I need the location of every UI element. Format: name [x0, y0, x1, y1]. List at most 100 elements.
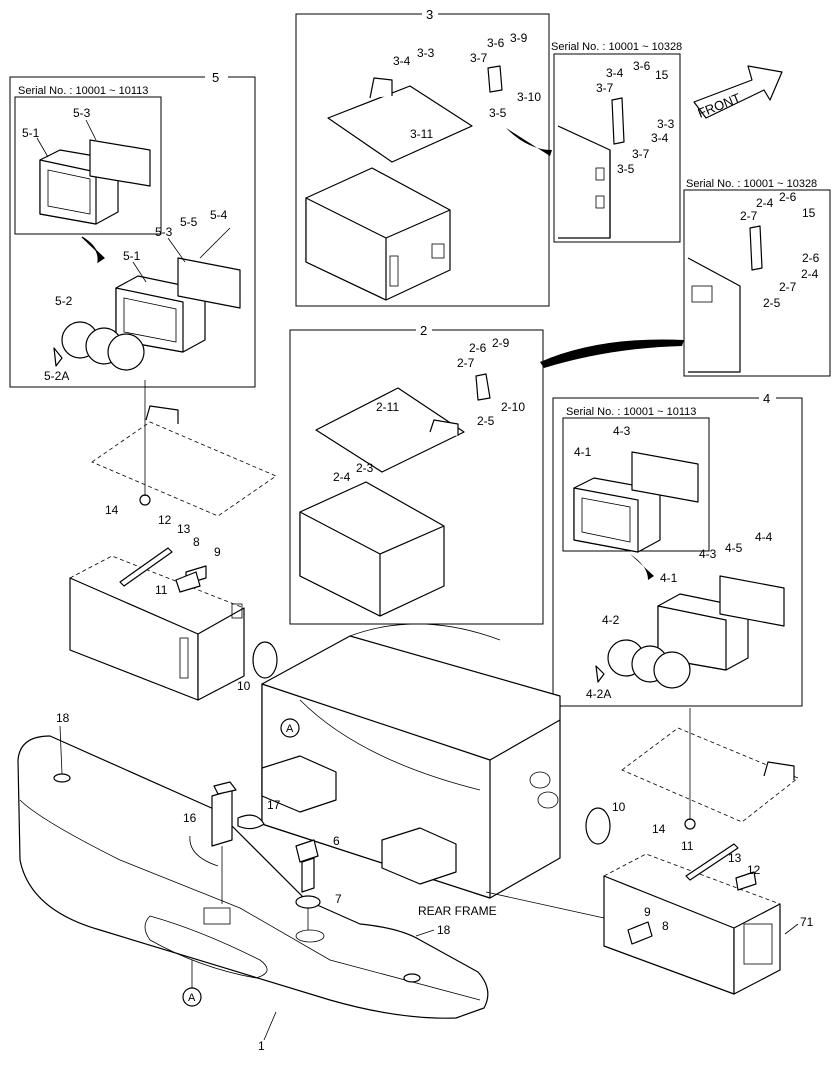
callout-2-11: 2-11 [376, 400, 399, 414]
callout-5-1-inset: 5-1 [22, 126, 40, 140]
callout-1: 1 [258, 1039, 265, 1053]
callout-4-3: 4-3 [699, 547, 717, 561]
callout-14-right: 14 [652, 822, 666, 836]
callout-3-5: 3-5 [489, 106, 507, 120]
group-2-number: 2 [420, 323, 427, 338]
callout-3-3: 3-3 [417, 46, 435, 60]
callout-2-6-detail-b: 2-6 [802, 251, 820, 265]
rear-frame: A [261, 623, 605, 919]
callout-18-right: 18 [437, 923, 451, 937]
arrow-inset-5 [81, 236, 105, 264]
callout-3-11: 3-11 [410, 127, 433, 141]
callout-71: 71 [800, 915, 814, 929]
callout-9-left: 9 [214, 545, 221, 559]
callout-3-7-detail-b: 3-7 [632, 147, 650, 161]
callout-11-left: 11 [155, 583, 168, 597]
callout-3-7-detail: 3-7 [596, 81, 614, 95]
group-3-frame: 3 [295, 7, 550, 307]
callout-5-2: 5-2 [55, 294, 73, 308]
callout-4-3-inset: 4-3 [613, 424, 631, 438]
lamp-housing-inset-5 [39, 139, 151, 225]
callout-4-2: 4-2 [602, 613, 620, 627]
detail-inset-3 [553, 53, 681, 243]
callout-3-4: 3-4 [393, 54, 411, 68]
lamp-housing-inset-4 [573, 451, 699, 553]
arrow-group-3 [506, 128, 552, 156]
callout-7: 7 [335, 892, 342, 906]
callout-2-7: 2-7 [457, 356, 475, 370]
group-5-frame: 5 Serial No. : 10001 ~ 10113 [9, 70, 256, 388]
callout-2-6: 2-6 [469, 341, 487, 355]
cabinet-left [69, 380, 278, 701]
callout-3-4-detail: 3-4 [606, 66, 624, 80]
arrow-group-2 [540, 339, 684, 368]
group-5-number: 5 [212, 70, 219, 85]
callout-8-left: 8 [193, 535, 200, 549]
callout-12-right: 12 [747, 863, 761, 877]
callout-2-4-detail-b: 2-4 [801, 267, 819, 281]
callout-4-5: 4-5 [725, 541, 743, 555]
group-4-number: 4 [763, 391, 770, 406]
lamp-housing-5 [53, 257, 241, 371]
callout-4-1-inset: 4-1 [574, 445, 592, 459]
callout-2-5-detail: 2-5 [763, 296, 781, 310]
callout-4-4: 4-4 [755, 530, 773, 544]
callout-3-10: 3-10 [517, 90, 541, 104]
lamp-housing-4 [595, 575, 785, 689]
callout-2-7-detail: 2-7 [740, 209, 758, 223]
bracket-detail-3 [557, 97, 625, 239]
battery-box-2 [299, 373, 491, 617]
reference-marker-a-frame: A [286, 723, 294, 735]
callout-13-left: 13 [177, 522, 191, 536]
callout-15-detail-3: 15 [655, 68, 669, 82]
rear-frame-label: REAR FRAME [418, 904, 497, 918]
detail-inset-2 [683, 189, 831, 377]
arrow-inset-4 [630, 554, 654, 580]
callout-10-left: 10 [237, 679, 251, 693]
callout-2-4: 2-4 [333, 470, 351, 484]
callout-10-right: 10 [612, 800, 626, 814]
cabinet-right [585, 708, 799, 995]
callout-6: 6 [333, 834, 340, 848]
serial-label-group-5: Serial No. : 10001 ~ 10113 [18, 85, 148, 97]
callout-5-3: 5-3 [155, 225, 173, 239]
callout-14-left: 14 [105, 503, 119, 517]
front-direction-arrow: FRONT [693, 65, 783, 121]
callout-3-4-detail-b: 3-4 [651, 131, 669, 145]
callout-2-3: 2-3 [356, 461, 374, 475]
callout-5-5: 5-5 [180, 215, 198, 229]
callout-5-1: 5-1 [123, 249, 141, 263]
callout-5-2A: 5-2A [44, 369, 69, 383]
callout-8-right: 8 [662, 919, 669, 933]
callout-11-right: 11 [681, 839, 694, 853]
callout-2-7-detail-b: 2-7 [779, 280, 797, 294]
counterweight: A [17, 735, 489, 1019]
bolt-and-washer [295, 839, 321, 930]
callout-15-detail-2: 15 [802, 206, 816, 220]
callout-3-7: 3-7 [470, 51, 488, 65]
callout-2-9: 2-9 [492, 336, 510, 350]
callout-2-10: 2-10 [501, 400, 525, 414]
battery-box-3 [305, 65, 503, 301]
callout-3-9: 3-9 [510, 31, 528, 45]
lifting-pin [211, 781, 265, 904]
callout-2-6-detail: 2-6 [779, 190, 797, 204]
callout-5-4: 5-4 [210, 208, 228, 222]
callout-13-right: 13 [728, 851, 742, 865]
callout-3-6: 3-6 [487, 36, 505, 50]
callout-2-4-detail: 2-4 [756, 196, 774, 210]
callout-3-3-detail: 3-3 [657, 117, 675, 131]
callout-17: 17 [267, 798, 281, 812]
callout-18-left: 18 [56, 711, 70, 725]
serial-label-group-4: Serial No. : 10001 ~ 10113 [566, 406, 696, 418]
callout-4-2A: 4-2A [586, 687, 611, 701]
callout-16: 16 [183, 811, 197, 825]
callout-4-1: 4-1 [660, 571, 678, 585]
reference-marker-a-counterweight: A [188, 992, 196, 1004]
callout-9-right: 9 [644, 905, 651, 919]
serial-label-group-2: Serial No. : 10001 ~ 10328 [686, 178, 817, 190]
callout-2-5: 2-5 [477, 414, 495, 428]
group-3-number: 3 [426, 7, 433, 22]
